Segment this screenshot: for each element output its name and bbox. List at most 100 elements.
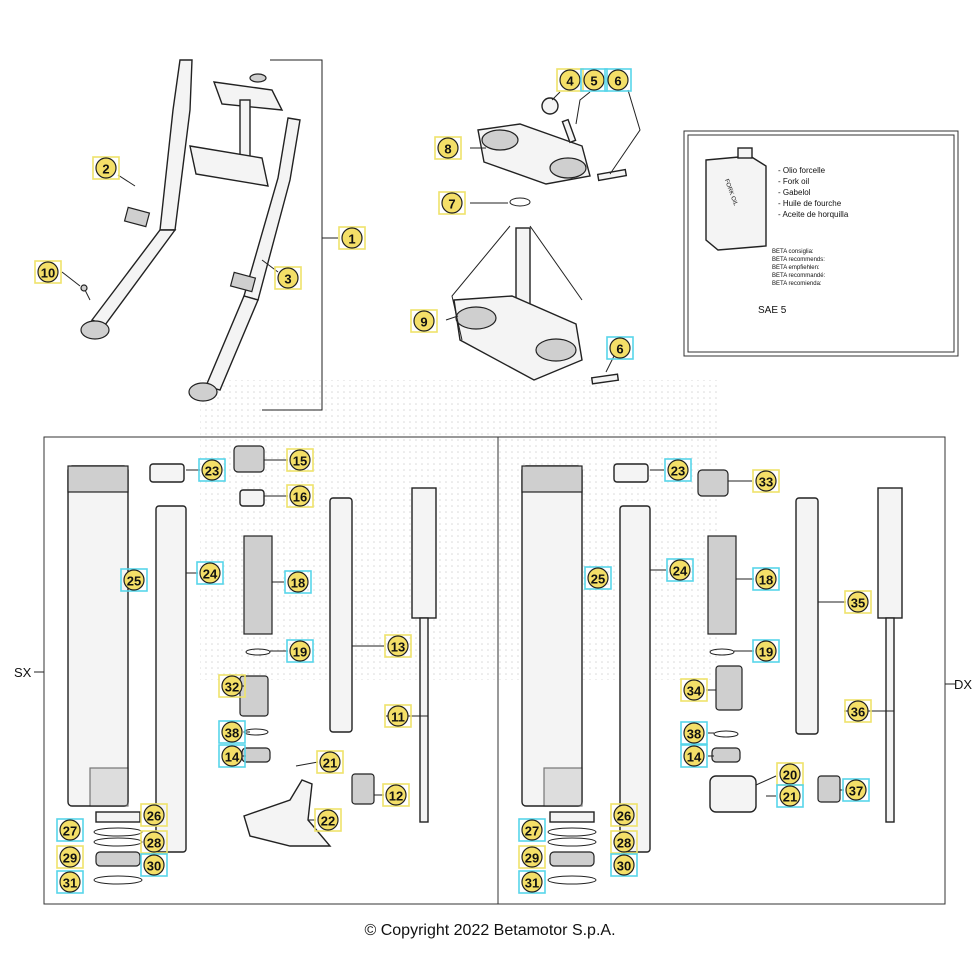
callout-tag-box xyxy=(196,561,224,585)
callout-number: 38 xyxy=(225,726,239,741)
callout-tag-box xyxy=(314,808,342,832)
callout-tag-box xyxy=(752,469,780,493)
callout-circle xyxy=(609,337,631,359)
callout-circle xyxy=(289,485,311,507)
callout-tag-box xyxy=(680,744,708,768)
callout-circle xyxy=(607,69,629,91)
callout-11: 11 xyxy=(384,704,412,728)
callout-number: 20 xyxy=(783,768,797,783)
callout-14: 14 xyxy=(218,744,246,768)
callout-circle xyxy=(683,722,705,744)
callout-19: 19 xyxy=(752,639,780,663)
callout-tag-box xyxy=(218,674,246,698)
callout-21: 21 xyxy=(776,784,804,808)
callout-circle xyxy=(385,784,407,806)
callout-30: 30 xyxy=(610,853,638,877)
callout-number: 34 xyxy=(687,684,702,699)
callout-circle xyxy=(613,831,635,853)
callout-number: 25 xyxy=(591,572,605,587)
callout-36: 36 xyxy=(844,699,872,723)
callout-tag-box xyxy=(776,784,804,808)
callout-tag-box xyxy=(140,830,168,854)
callout-number: 10 xyxy=(41,266,55,281)
callout-tag-box xyxy=(198,458,226,482)
callout-tag-box xyxy=(606,336,634,360)
callout-24: 24 xyxy=(666,558,694,582)
callout-number: 28 xyxy=(147,836,161,851)
callout-tag-box xyxy=(218,744,246,768)
oil-grade: SAE 5 xyxy=(758,305,787,316)
callout-number: 33 xyxy=(759,475,773,490)
callout-tag-box xyxy=(284,570,312,594)
callout-28: 28 xyxy=(140,830,168,854)
callout-12: 12 xyxy=(382,783,410,807)
recommend-0: BETA consiglia: xyxy=(772,249,814,255)
callout-number: 30 xyxy=(617,859,631,874)
callout-7: 7 xyxy=(438,191,466,215)
callout-circle xyxy=(667,459,689,481)
callout-circle xyxy=(779,785,801,807)
callout-circle xyxy=(521,871,543,893)
callout-tag-box xyxy=(584,566,612,590)
callout-circle xyxy=(143,831,165,853)
callout-number: 26 xyxy=(617,809,631,824)
callout-circle xyxy=(847,591,869,613)
callout-tag-box xyxy=(384,634,412,658)
callout-circle xyxy=(847,700,869,722)
callout-tag-box xyxy=(286,484,314,508)
callout-circle xyxy=(669,559,691,581)
callout-circle xyxy=(755,470,777,492)
callout-circle xyxy=(199,562,221,584)
callout-circle xyxy=(59,846,81,868)
callout-circle xyxy=(755,640,777,662)
oil-name-1: - Fork oil xyxy=(778,177,809,186)
callout-6: 6 xyxy=(606,336,634,360)
callout-circle xyxy=(845,779,867,801)
callout-number: 23 xyxy=(205,464,219,479)
callout-number: 32 xyxy=(225,680,239,695)
callout-number: 24 xyxy=(203,567,218,582)
callout-circle xyxy=(387,705,409,727)
callout-27: 27 xyxy=(56,818,84,842)
callout-circle xyxy=(387,635,409,657)
callout-tag-box xyxy=(56,818,84,842)
callout-number: 27 xyxy=(525,824,539,839)
callout-tag-box xyxy=(610,803,638,827)
callout-circle xyxy=(37,261,59,283)
callout-18: 18 xyxy=(752,567,780,591)
callout-tag-box xyxy=(274,266,302,290)
oil-name-0: - Olio forcelle xyxy=(778,166,826,175)
callout-15: 15 xyxy=(286,448,314,472)
callout-27: 27 xyxy=(518,818,546,842)
callout-number: 29 xyxy=(63,851,77,866)
callout-circle xyxy=(341,227,363,249)
callout-circle xyxy=(221,675,243,697)
callout-tag-box xyxy=(610,830,638,854)
callout-circle xyxy=(613,804,635,826)
left-fork-parts xyxy=(67,445,437,885)
callout-4: 4 xyxy=(556,68,584,92)
callout-number: 30 xyxy=(147,859,161,874)
callout-28: 28 xyxy=(610,830,638,854)
callout-tag-box xyxy=(580,68,608,92)
callout-tag-box xyxy=(140,853,168,877)
callout-number: 2 xyxy=(102,162,109,177)
callout-number: 6 xyxy=(614,74,621,89)
callout-number: 3 xyxy=(284,272,291,287)
callout-circle xyxy=(221,721,243,743)
side-label-left: SX xyxy=(14,665,32,680)
callout-circle xyxy=(559,69,581,91)
callout-25: 25 xyxy=(584,566,612,590)
callout-number: 11 xyxy=(391,710,405,725)
callout-29: 29 xyxy=(518,845,546,869)
fork-oil-box: FORK OIL - Olio forcelle - Fork oil - Ga… xyxy=(683,130,959,357)
callout-22: 22 xyxy=(314,808,342,832)
callout-number: 16 xyxy=(293,490,307,505)
callout-number: 8 xyxy=(444,142,451,157)
callout-10: 10 xyxy=(34,260,62,284)
oil-name-4: - Aceite de horquilla xyxy=(778,210,849,219)
callout-number: 7 xyxy=(448,197,455,212)
callout-number: 21 xyxy=(783,790,797,805)
callout-9: 9 xyxy=(410,309,438,333)
